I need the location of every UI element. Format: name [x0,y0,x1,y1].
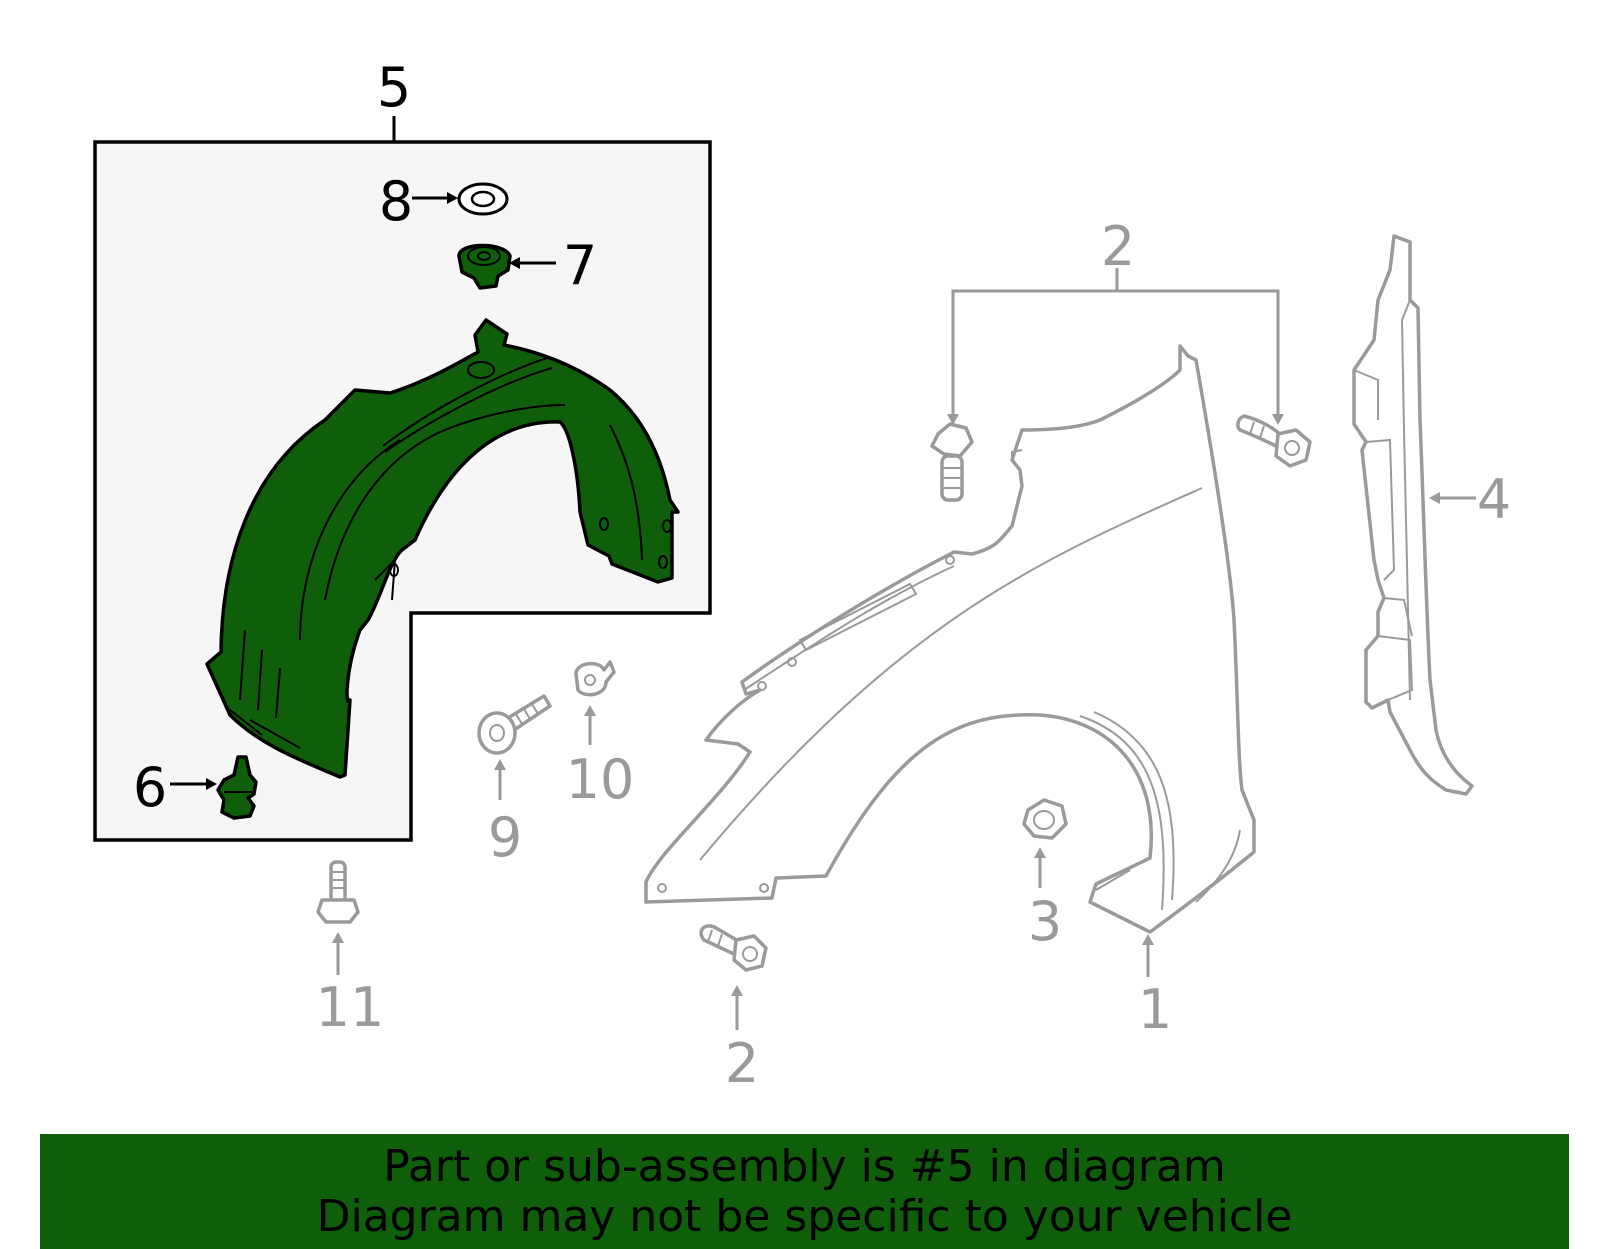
callout-11[interactable]: 11 [316,976,385,1039]
callout-8[interactable]: 8 [379,170,413,233]
screw-part-9[interactable] [477,694,552,755]
callout-2-top[interactable]: 2 [1101,215,1135,278]
callout-7[interactable]: 7 [563,234,597,297]
washer-part-8[interactable] [457,182,509,216]
fender-bracket-part-4[interactable] [1352,234,1474,796]
push-clip-part-6[interactable] [216,755,258,820]
callout-10[interactable]: 10 [566,748,635,811]
fender-part-1[interactable] [644,344,1256,934]
callout-4[interactable]: 4 [1477,468,1511,531]
banner-line-2: Diagram may not be specific to your vehi… [316,1191,1293,1242]
callout-2-bottom[interactable]: 2 [725,1032,759,1095]
bolt-part-11[interactable] [316,860,360,924]
bolt-part-2-top-left[interactable] [930,422,974,502]
callout-3[interactable]: 3 [1028,890,1062,953]
nut-part-3[interactable] [1022,798,1068,840]
bolt-part-2-top-right[interactable] [1236,414,1312,468]
callout-1[interactable]: 1 [1138,978,1172,1041]
fender-liner-part-5[interactable] [205,318,680,779]
clip-nut-part-10[interactable] [574,660,616,697]
callout-6[interactable]: 6 [133,756,167,819]
banner-line-1: Part or sub-assembly is #5 in diagram [383,1141,1226,1192]
callout-5[interactable]: 5 [377,56,411,119]
info-banner: Part or sub-assembly is #5 in diagram Di… [40,1134,1569,1249]
grommet-part-7[interactable] [457,243,512,290]
bolt-part-2-bottom[interactable] [699,924,768,972]
callout-9[interactable]: 9 [488,806,522,869]
